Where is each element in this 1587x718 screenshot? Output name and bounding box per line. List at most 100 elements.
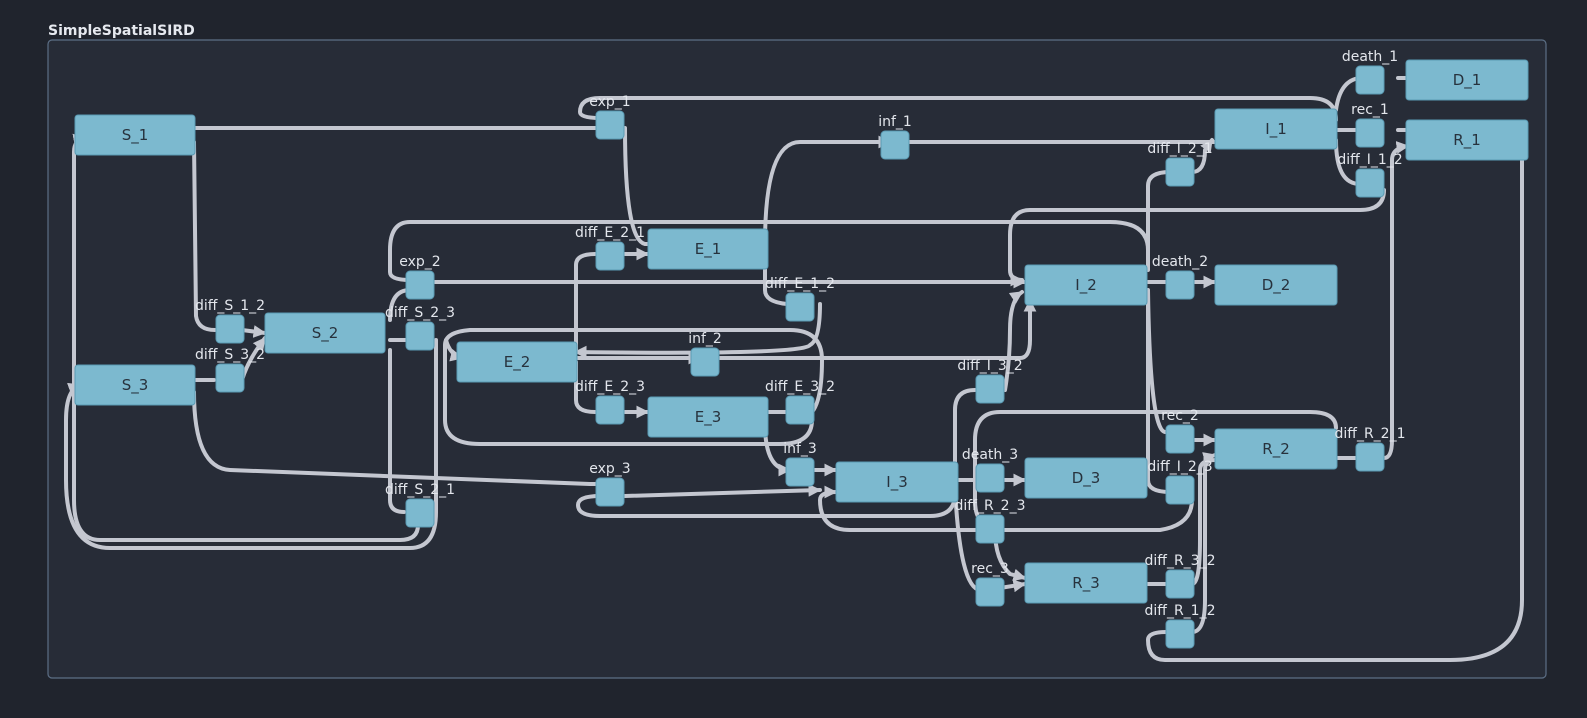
transition-box[interactable] (405, 321, 435, 351)
transition-node[interactable]: diff_S_3_2 (195, 347, 265, 393)
edge (574, 360, 597, 414)
state-node[interactable]: R_3 (1024, 562, 1148, 604)
transition-box[interactable] (1165, 475, 1195, 505)
transition-node[interactable]: diff_R_1_2 (1145, 603, 1216, 649)
state-box[interactable] (456, 341, 578, 383)
state-node[interactable]: S_2 (264, 312, 386, 354)
state-box[interactable] (1024, 264, 1148, 306)
transition-box[interactable] (975, 577, 1005, 607)
transition-node[interactable]: death_2 (1152, 254, 1208, 300)
state-box[interactable] (264, 312, 386, 354)
transition-node[interactable]: diff_I_2_3 (1147, 459, 1213, 505)
transition-node[interactable]: death_1 (1342, 49, 1398, 95)
transition-box[interactable] (595, 241, 625, 271)
transition-box[interactable] (215, 363, 245, 393)
transition-box[interactable] (975, 374, 1005, 404)
transition-node[interactable]: diff_R_2_3 (955, 498, 1026, 544)
transition-box[interactable] (595, 395, 625, 425)
transition-box[interactable] (1355, 168, 1385, 198)
transition-node[interactable]: inf_1 (878, 114, 912, 160)
state-label: R_1 (1453, 131, 1480, 150)
transition-node[interactable]: diff_R_3_2 (1145, 553, 1216, 599)
state-node[interactable]: D_2 (1214, 264, 1338, 306)
state-box[interactable] (647, 228, 769, 270)
state-node[interactable]: I_3 (835, 461, 959, 503)
transition-box[interactable] (595, 110, 625, 140)
state-node[interactable]: E_1 (647, 228, 769, 270)
transition-box[interactable] (1355, 442, 1385, 472)
state-node[interactable]: S_1 (74, 114, 196, 156)
state-box[interactable] (1214, 428, 1338, 470)
state-box[interactable] (74, 114, 196, 156)
transition-node[interactable]: diff_E_1_2 (765, 276, 835, 322)
transition-box[interactable] (785, 292, 815, 322)
transition-node[interactable]: exp_1 (589, 94, 631, 140)
transition-box[interactable] (1165, 270, 1195, 300)
transition-box[interactable] (785, 395, 815, 425)
state-node[interactable]: S_3 (74, 364, 196, 406)
state-node[interactable]: E_3 (647, 396, 769, 438)
state-node[interactable]: I_2 (1024, 264, 1148, 306)
state-node[interactable]: R_2 (1214, 428, 1338, 470)
state-box[interactable] (1405, 59, 1529, 101)
transition-node[interactable]: diff_I_3_2 (957, 358, 1023, 404)
state-box[interactable] (835, 461, 959, 503)
transition-node[interactable]: diff_S_1_2 (195, 298, 265, 344)
state-box[interactable] (647, 396, 769, 438)
transition-node[interactable]: exp_2 (399, 254, 441, 300)
transition-box[interactable] (785, 457, 815, 487)
state-node[interactable]: R_1 (1405, 119, 1529, 161)
transition-node[interactable]: diff_S_2_3 (385, 305, 455, 351)
state-box[interactable] (74, 364, 196, 406)
state-box[interactable] (1214, 264, 1338, 306)
transition-label: diff_S_2_3 (385, 305, 455, 321)
transition-node[interactable]: diff_I_2_1 (1147, 141, 1213, 187)
transition-node[interactable]: death_3 (962, 447, 1018, 493)
transition-node[interactable]: diff_E_2_1 (575, 225, 645, 271)
state-node[interactable]: E_2 (456, 341, 578, 383)
transition-box[interactable] (1355, 65, 1385, 95)
transition-label: diff_I_1_2 (1337, 152, 1402, 168)
state-node[interactable]: D_3 (1024, 457, 1148, 499)
transition-box[interactable] (1165, 424, 1195, 454)
transition-node[interactable]: diff_I_1_2 (1337, 152, 1403, 198)
transition-node[interactable]: diff_E_2_3 (575, 379, 645, 425)
transition-box[interactable] (1355, 118, 1385, 148)
transition-box[interactable] (975, 463, 1005, 493)
transition-box[interactable] (405, 498, 435, 528)
transition-box[interactable] (405, 270, 435, 300)
transition-node[interactable]: inf_2 (688, 331, 722, 377)
transition-box[interactable] (215, 314, 245, 344)
state-node[interactable]: I_1 (1214, 108, 1338, 150)
transition-node[interactable]: inf_3 (783, 441, 817, 487)
transition-box[interactable] (975, 514, 1005, 544)
transition-node[interactable]: rec_2 (1161, 408, 1199, 454)
transition-node[interactable]: diff_E_3_2 (765, 379, 835, 425)
transition-node[interactable]: diff_S_2_1 (385, 482, 455, 528)
edge (574, 252, 597, 352)
state-box[interactable] (1214, 108, 1338, 150)
state-label: D_2 (1262, 276, 1291, 295)
transition-label: diff_I_2_1 (1147, 141, 1212, 157)
transition-box[interactable] (595, 477, 625, 507)
transition-box[interactable] (880, 130, 910, 160)
transition-box[interactable] (690, 347, 720, 377)
transition-box[interactable] (1165, 569, 1195, 599)
transition-box[interactable] (1165, 619, 1195, 649)
state-node[interactable]: D_1 (1405, 59, 1529, 101)
state-box[interactable] (1405, 119, 1529, 161)
transition-label: diff_R_1_2 (1145, 603, 1216, 619)
edge (192, 140, 217, 332)
edge (1190, 138, 1214, 174)
diagram-title: SimpleSpatialSIRD (48, 23, 195, 39)
transition-box[interactable] (1165, 157, 1195, 187)
transition-node[interactable]: exp_3 (589, 461, 631, 507)
transition-node[interactable]: diff_R_2_1 (1335, 426, 1406, 472)
state-box[interactable] (1024, 457, 1148, 499)
transition-label: diff_E_3_2 (765, 379, 835, 395)
transition-node[interactable]: rec_1 (1351, 102, 1389, 148)
state-box[interactable] (1024, 562, 1148, 604)
transition-node[interactable]: rec_3 (971, 561, 1009, 607)
edge (578, 96, 1338, 122)
state-label: I_2 (1075, 276, 1096, 295)
